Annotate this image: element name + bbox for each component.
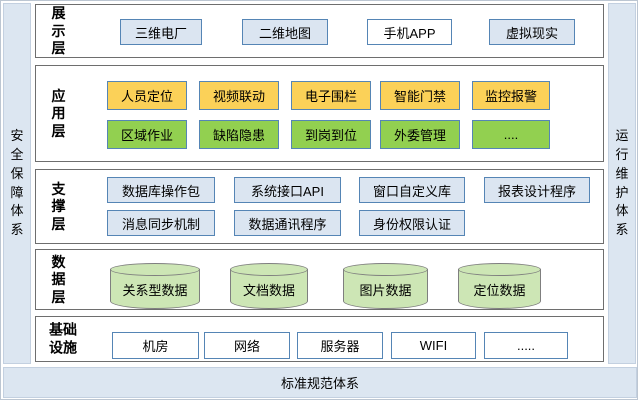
right-pillar-label: 运行维护体系 bbox=[615, 127, 629, 238]
layer-application: 应用层 人员定位 视频联动 电子围栏 智能门禁 监控报警 区域作业 缺陷隐患 到… bbox=[35, 65, 604, 162]
node-electronic-fence: 电子围栏 bbox=[291, 81, 371, 110]
cylinder-top bbox=[343, 263, 428, 276]
node-3d-plant: 三维电厂 bbox=[120, 19, 202, 45]
node-more-infra: ..... bbox=[484, 332, 568, 359]
layer-presentation: 展示层 三维电厂 二维地图 手机APP 虚拟现实 bbox=[35, 4, 604, 58]
left-pillar-label: 安全保障体系 bbox=[10, 127, 24, 238]
node-message-sync: 消息同步机制 bbox=[107, 210, 215, 236]
node-window-custom-lib: 窗口自定义库 bbox=[359, 177, 465, 203]
node-defect-hazard: 缺陷隐患 bbox=[199, 120, 279, 149]
layer-application-label: 应用层 bbox=[51, 87, 66, 139]
layer-data-label: 数据层 bbox=[51, 253, 66, 305]
node-video-linkage: 视频联动 bbox=[199, 81, 279, 110]
node-wifi: WIFI bbox=[391, 332, 476, 359]
layer-support: 支撑层 数据库操作包 系统接口API 窗口自定义库 报表设计程序 消息同步机制 … bbox=[35, 169, 604, 244]
cylinder-label: 关系型数据 bbox=[122, 283, 188, 298]
cylinder-relational-data: 关系型数据 bbox=[110, 263, 200, 309]
cylinder-document-data: 文档数据 bbox=[230, 263, 308, 309]
node-network: 网络 bbox=[204, 332, 290, 359]
node-identity-auth: 身份权限认证 bbox=[359, 210, 465, 236]
bottom-pillar-label: 标准规范体系 bbox=[280, 376, 359, 391]
layer-data: 数据层 关系型数据 文档数据 图片数据 定位数据 bbox=[35, 249, 604, 310]
layer-support-label: 支撑层 bbox=[51, 180, 66, 232]
layer-infrastructure: 基础设施 机房 网络 服务器 WIFI ..... bbox=[35, 316, 604, 362]
cylinder-top bbox=[458, 263, 541, 276]
node-vr: 虚拟现实 bbox=[489, 19, 575, 45]
node-server: 服务器 bbox=[297, 332, 383, 359]
node-area-operation: 区域作业 bbox=[107, 120, 187, 149]
node-data-comm: 数据通讯程序 bbox=[234, 210, 341, 236]
node-monitoring-alarm: 监控报警 bbox=[472, 81, 550, 110]
cylinder-positioning-data: 定位数据 bbox=[458, 263, 541, 309]
cylinder-top bbox=[110, 263, 200, 276]
right-pillar-operation-maintenance: 运行维护体系 bbox=[608, 3, 636, 364]
node-more-apps: .... bbox=[472, 120, 550, 149]
layer-infrastructure-label: 基础设施 bbox=[49, 321, 77, 356]
cylinder-label: 定位数据 bbox=[473, 283, 526, 298]
node-personnel-positioning: 人员定位 bbox=[107, 81, 187, 110]
layer-presentation-label: 展示层 bbox=[51, 4, 66, 56]
cylinder-label: 图片数据 bbox=[359, 283, 412, 298]
bottom-pillar-standards: 标准规范体系 bbox=[3, 367, 637, 398]
cylinder-image-data: 图片数据 bbox=[343, 263, 428, 309]
cylinder-top bbox=[230, 263, 308, 276]
node-smart-access: 智能门禁 bbox=[380, 81, 460, 110]
node-db-operation-package: 数据库操作包 bbox=[107, 177, 215, 203]
left-pillar-security-assurance: 安全保障体系 bbox=[3, 3, 31, 364]
node-2d-map: 二维地图 bbox=[242, 19, 328, 45]
node-machine-room: 机房 bbox=[112, 332, 199, 359]
node-report-designer: 报表设计程序 bbox=[484, 177, 590, 203]
node-outsourcing-management: 外委管理 bbox=[380, 120, 460, 149]
cylinder-label: 文档数据 bbox=[242, 283, 295, 298]
node-system-api: 系统接口API bbox=[234, 177, 341, 203]
node-on-duty: 到岗到位 bbox=[291, 120, 371, 149]
node-mobile-app: 手机APP bbox=[367, 19, 452, 45]
